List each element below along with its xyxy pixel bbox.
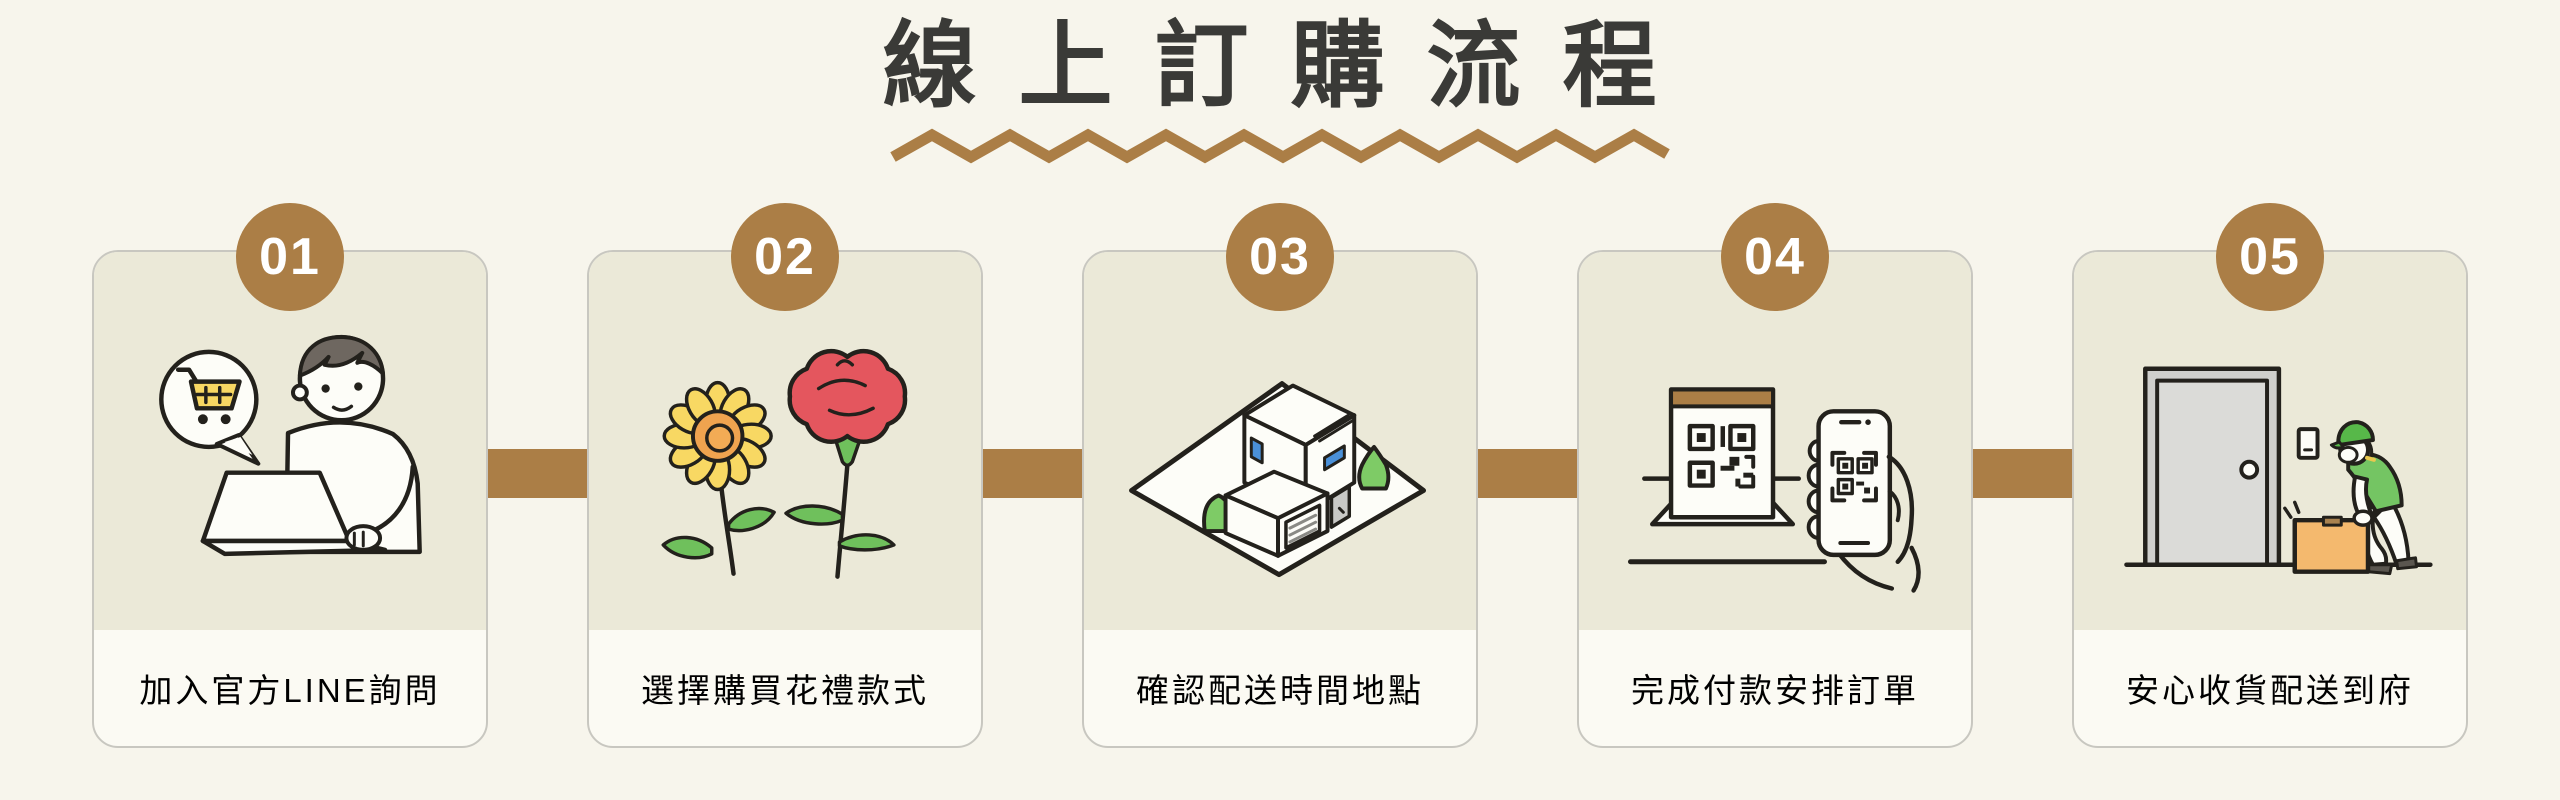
zigzag-underline [890, 128, 1670, 164]
step-caption-5: 安心收貨配送到府 [2074, 630, 2466, 746]
step-connector-3-4 [1476, 449, 1579, 498]
step-badge-5: 05 [2216, 203, 2324, 311]
sunflower-carnation-icon [661, 348, 908, 579]
qr-code-payment-icon [1628, 387, 1921, 593]
step-caption-2: 選擇購買花禮款式 [589, 630, 981, 746]
step-caption-text: 安心收貨配送到府 [2126, 672, 2414, 709]
step-card-2: 02 [587, 203, 983, 748]
step-badge-2: 02 [731, 203, 839, 311]
step-card-1: 01 [92, 203, 488, 748]
step-connector-4-5 [1971, 449, 2074, 498]
step-illustration-4 [1579, 252, 1971, 630]
step-caption-4: 完成付款安排訂單 [1579, 630, 1971, 746]
step-caption-text: 完成付款安排訂單 [1631, 672, 1919, 709]
step-caption-3: 確認配送時間地點 [1084, 630, 1476, 746]
step-illustration-2 [589, 252, 981, 630]
step-illustration-3 [1084, 252, 1476, 630]
step-connector-2-3 [981, 449, 1084, 498]
step-illustration-5 [2074, 252, 2466, 630]
step-connector-1-2 [486, 449, 589, 498]
step-card-3: 03 [1082, 203, 1478, 748]
step-card-5: 05 [2072, 203, 2468, 748]
person-laptop-cart-icon [159, 334, 422, 557]
step-caption-1: 加入官方LINE詢問 [94, 630, 486, 746]
isometric-house-icon [1129, 381, 1427, 578]
step-card-4: 04 [1577, 203, 1973, 748]
step-illustration-1 [94, 252, 486, 630]
step-caption-text: 確認配送時間地點 [1136, 672, 1424, 709]
page-title: 線上訂購流程 [882, 13, 1699, 118]
step-badge-1: 01 [236, 203, 344, 311]
step-badge-3: 03 [1226, 203, 1334, 311]
step-caption-text: 加入官方LINE詢問 [139, 672, 441, 709]
step-caption-text: 選擇購買花禮款式 [641, 672, 929, 709]
door-delivery-icon [2124, 366, 2433, 576]
step-badge-4: 04 [1721, 203, 1829, 311]
